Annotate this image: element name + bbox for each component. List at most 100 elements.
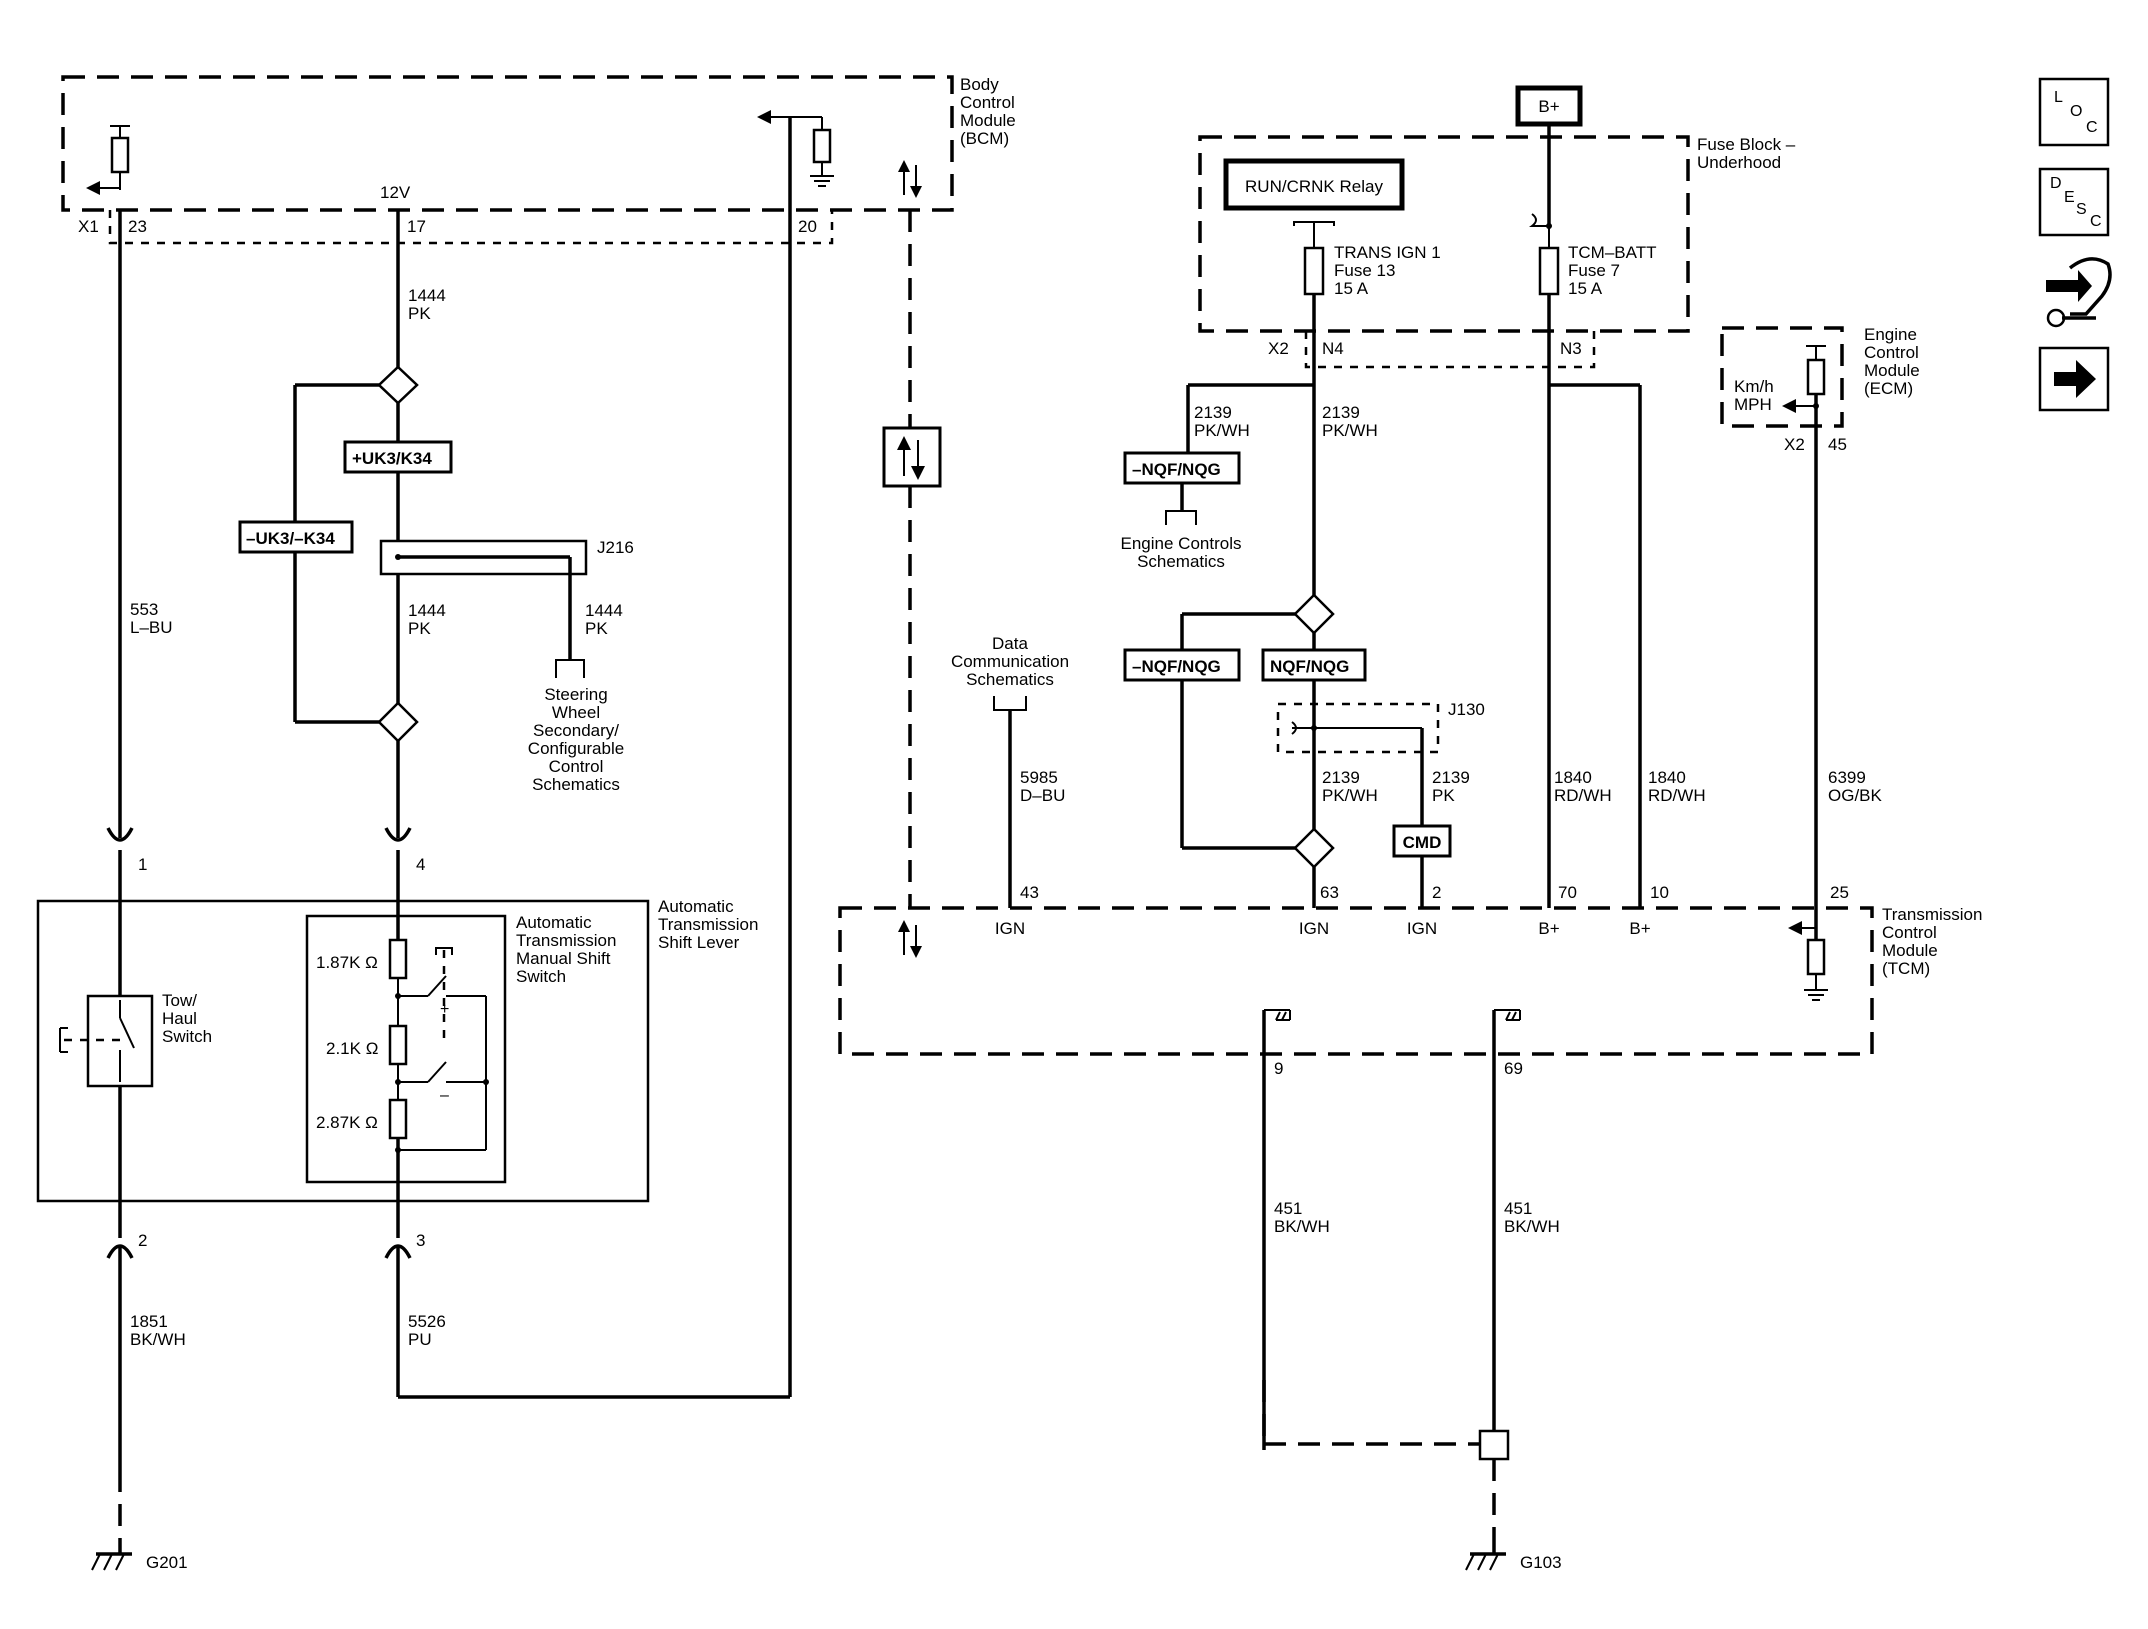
splice-option-1 <box>377 365 419 405</box>
connector-x2: X2 <box>1268 339 1289 358</box>
engine-controls-reference[interactable]: Engine Controls Schematics <box>1121 534 1242 571</box>
wire-1851-color: BK/WH <box>130 1330 186 1349</box>
svg-text:Control: Control <box>549 757 604 776</box>
tcm-label-4: (TCM) <box>1882 959 1930 978</box>
ground-g103: G103 <box>1465 1540 1562 1572</box>
wire-2139-color-d: PK <box>1432 786 1455 805</box>
wire-6399-num: 6399 <box>1828 768 1866 787</box>
left-wiring: 553 L–BU 1444 PK +UK3/K34 –UK3/–K34 J216… <box>106 210 634 874</box>
wire-553-num: 553 <box>130 600 158 619</box>
resistor-1 <box>388 938 408 980</box>
connector-pin-4 <box>384 827 412 842</box>
fuse-7 <box>1538 246 1560 296</box>
wire-451-color-a: BK/WH <box>1274 1217 1330 1236</box>
wire-1840-color-a: RD/WH <box>1554 786 1612 805</box>
manual-shift-label-3: Manual Shift <box>516 949 611 968</box>
ecm-label-2: Control <box>1864 343 1919 362</box>
location-nav-c: C <box>2086 119 2098 136</box>
svg-text:Wheel: Wheel <box>552 703 600 722</box>
wire-1840-num-a: 1840 <box>1554 768 1592 787</box>
pin-45: 45 <box>1828 435 1847 454</box>
tcm-module: Transmission Control Module (TCM) 43 63 … <box>838 883 1982 1450</box>
battery-positive-label: B+ <box>1538 97 1559 116</box>
ecm-mph-label: MPH <box>1734 395 1772 414</box>
pin-70: 70 <box>1558 883 1577 902</box>
resistor-3-label: 2.87K Ω <box>316 1113 378 1132</box>
wire-1840-color-b: RD/WH <box>1648 786 1706 805</box>
tcm-label-3: Module <box>1882 941 1938 960</box>
wire-6399-color: OG/BK <box>1828 786 1883 805</box>
wrench-nav-button[interactable] <box>2046 257 2112 328</box>
bcm-label-1: Body <box>960 75 999 94</box>
wire-451-num-a: 451 <box>1274 1199 1302 1218</box>
option-uk3k34: +UK3/K34 <box>352 449 432 468</box>
svg-text:Schematics: Schematics <box>966 670 1054 689</box>
switch-minus: – <box>440 1087 449 1104</box>
bcm-label-3: Module <box>960 111 1016 130</box>
location-nav-l: L <box>2054 89 2063 106</box>
tow-haul-label-2: Haul <box>162 1009 197 1028</box>
pin-43: 43 <box>1020 883 1039 902</box>
wire-2139-num-a: 2139 <box>1194 403 1232 422</box>
description-nav-button[interactable]: D E S C <box>2038 167 2110 237</box>
wire-5526-color: PU <box>408 1330 432 1349</box>
svg-text:Configurable: Configurable <box>528 739 624 758</box>
wire-553-color: L–BU <box>130 618 173 637</box>
pin-label-bplus-1: B+ <box>1538 919 1559 938</box>
pin-23: 23 <box>128 217 147 236</box>
fuse-7-label-2: Fuse 7 <box>1568 261 1620 280</box>
fuse-block-label-1: Fuse Block – <box>1697 135 1796 154</box>
tow-haul-label-1: Tow/ <box>162 991 197 1010</box>
pin-label-ign-2: IGN <box>1299 919 1329 938</box>
wire-2139-color-a: PK/WH <box>1194 421 1250 440</box>
ground-g201-label: G201 <box>146 1553 188 1572</box>
bcm-pulldown-resistor <box>812 128 832 164</box>
location-nav-button[interactable]: L O C <box>2038 77 2110 147</box>
next-arrow-button[interactable] <box>2038 346 2110 412</box>
ground-g103-label: G103 <box>1520 1553 1562 1572</box>
run-crank-relay <box>1223 158 1405 211</box>
resistor-1-label: 1.87K Ω <box>316 953 378 972</box>
wire-2139-num-c: 2139 <box>1322 768 1360 787</box>
resistor-3 <box>388 1098 408 1140</box>
lower-left-wiring: 1851 BK/WH G201 5526 PU <box>91 117 792 1572</box>
fuse-13-label-2: Fuse 13 <box>1334 261 1395 280</box>
pin-10: 10 <box>1650 883 1669 902</box>
wire-1840-num-b: 1840 <box>1648 768 1686 787</box>
fuse-7-label-3: 15 A <box>1568 279 1603 298</box>
description-nav-e: E <box>2064 189 2075 206</box>
serial-data-icon <box>898 160 922 198</box>
bcm-label-2: Control <box>960 93 1015 112</box>
data-comm-reference[interactable]: Data Communication Schematics <box>951 634 1069 689</box>
wire-1444-num-c: 1444 <box>585 601 623 620</box>
wire-2139-num-b: 2139 <box>1322 403 1360 422</box>
svg-text:Communication: Communication <box>951 652 1069 671</box>
steering-wheel-reference[interactable]: Steering Wheel Secondary/ Configurable C… <box>528 685 624 794</box>
pin-1: 1 <box>138 855 147 874</box>
ecm-label-4: (ECM) <box>1864 379 1913 398</box>
fuse-13-label-3: 15 A <box>1334 279 1369 298</box>
svg-text:Steering: Steering <box>544 685 607 704</box>
voltage-12v: 12V <box>380 183 411 202</box>
wire-1444-color-c: PK <box>585 619 608 638</box>
wire-1444-color-b: PK <box>408 619 431 638</box>
option-nqf-3: NQF/NQG <box>1270 657 1349 676</box>
description-nav-c: C <box>2090 213 2102 230</box>
wire-1851-num: 1851 <box>130 1312 168 1331</box>
pin-9: 9 <box>1274 1059 1283 1078</box>
connector-x1: X1 <box>78 217 99 236</box>
pin-63: 63 <box>1320 883 1339 902</box>
ground-g201: G201 <box>91 1540 188 1572</box>
option-nqf-1: –NQF/NQG <box>1132 460 1221 479</box>
description-nav-d: D <box>2050 175 2062 192</box>
splice-option-2 <box>377 701 419 743</box>
ecm-label-3: Module <box>1864 361 1920 380</box>
pin-2b: 2 <box>1432 883 1441 902</box>
pin-17: 17 <box>407 217 426 236</box>
wire-1444-num-b: 1444 <box>408 601 446 620</box>
tcm-label-2: Control <box>1882 923 1937 942</box>
pin-3: 3 <box>416 1231 425 1250</box>
option-cmd: CMD <box>1403 833 1442 852</box>
wire-451-color-b: BK/WH <box>1504 1217 1560 1236</box>
